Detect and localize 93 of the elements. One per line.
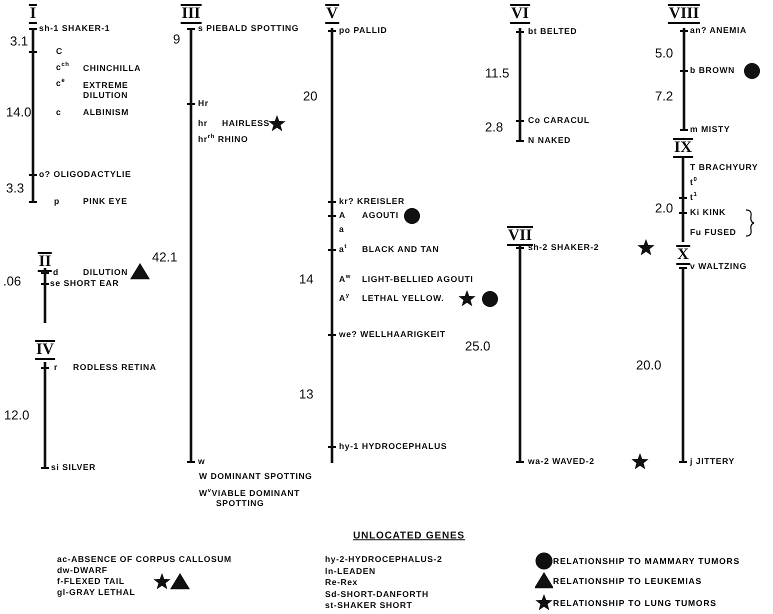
gene-label: an? ANEMIA [690, 26, 747, 36]
gene-label: C [56, 47, 63, 57]
map-distance: 9 [173, 32, 180, 48]
chromosome-numeral: X [676, 245, 690, 265]
gene-label: N NAKED [528, 136, 571, 146]
map-distance: 5.0 [655, 46, 674, 62]
map-distance: 7.2 [655, 90, 674, 104]
chromosome-numeral: II [38, 252, 52, 272]
gene-label: a$^{t}$ [339, 245, 347, 255]
legend-label: RELATIONSHIP TO LEUKEMIAS [553, 576, 702, 586]
chromosome-numeral: VIII [668, 4, 700, 24]
map-distance: 14.0 [6, 106, 32, 120]
gene-label: A$^{w}$ [339, 275, 352, 285]
gene-label: CHINCHILLA [83, 64, 141, 74]
map-distance: 20 [303, 90, 318, 104]
gene-label: b BROWN [690, 66, 735, 76]
gene-label: we? WELLHAARIGKEIT [339, 330, 446, 340]
gene-label: Co CARACUL [528, 116, 590, 126]
gene-label: a [339, 225, 344, 235]
gene-label: sh-2 SHAKER-2 [528, 243, 600, 253]
gene-label: RODLESS RETINA [73, 363, 156, 373]
gene-label: p [54, 197, 60, 207]
map-distance: 11.5 [485, 66, 510, 82]
gene-label: si SILVER [51, 463, 96, 473]
gene-label: A$^{y}$ [339, 294, 350, 304]
gene-label: t$^{1}$ [690, 193, 698, 203]
gene-label: LIGHT-BELLIED AGOUTI [362, 275, 474, 285]
gene-label: po PALLID [339, 26, 388, 36]
map-distance: 3.1 [10, 34, 28, 50]
gene-label: A [339, 211, 346, 221]
gene-label: T BRACHYURY [690, 163, 758, 173]
gene-label: W DOMINANT SPOTTING [199, 472, 312, 482]
gene-label: m MISTY [690, 125, 730, 135]
gene-label: gl-GRAY LETHAL [57, 588, 136, 598]
map-distance: 3.3 [6, 182, 24, 196]
gene-label: v WALTZING [690, 262, 747, 272]
map-distance: 42.1 [152, 250, 178, 266]
gene-label: HAIRLESS [222, 119, 270, 129]
legend-label: RELATIONSHIP TO MAMMARY TUMORS [553, 556, 740, 566]
chromosome-numeral: IX [673, 138, 693, 158]
gene-label: bt BELTED [528, 27, 578, 37]
map-distance: 14 [299, 272, 314, 288]
gene-label: Sd-SHORT-DANFORTH [325, 590, 429, 600]
gene-label: ac-ABSENCE OF CORPUS CALLOSUM [57, 555, 232, 565]
gene-label: t$^{0}$ [690, 178, 698, 188]
gene-label: AGOUTI [362, 211, 399, 221]
gene-label: Ki KINK [690, 208, 726, 218]
gene-label: kr? KREISLER [339, 197, 405, 207]
map-distance: 2.8 [485, 120, 504, 136]
gene-label: c$^{e}$ [56, 79, 66, 89]
chromosome-numeral: IV [35, 340, 55, 360]
map-distance: 25.0 [465, 340, 490, 354]
gene-label: hy-1 HYDROCEPHALUS [339, 442, 448, 452]
gene-label: BLACK AND TAN [362, 245, 440, 255]
chromosome-numeral: III [180, 4, 202, 24]
map-distance: 20.0 [636, 358, 662, 374]
gene-label: PINK EYE [83, 197, 128, 207]
gene-label: LETHAL YELLOW. [362, 294, 444, 304]
gene-label: Re-Rex [325, 578, 358, 588]
chromosome-numeral: V [325, 4, 339, 24]
gene-label: Hr [198, 99, 209, 109]
gene-label: EXTREME DILUTION [83, 81, 130, 101]
chromosome-numeral: VI [510, 4, 530, 24]
gene-label: c [56, 108, 62, 118]
gene-label: DILUTION [83, 268, 128, 278]
gene-label: hr$^{rh}$ RHINO [198, 135, 248, 145]
gene-label: ALBINISM [83, 108, 129, 118]
gene-label: Fu FUSED [690, 228, 736, 238]
gene-label: hy-2-HYDROCEPHALUS-2 [325, 555, 442, 565]
chromosome-numeral: VII [507, 226, 533, 246]
gene-label: sh-1 SHAKER-1 [39, 24, 110, 34]
map-distance: 13 [299, 388, 314, 402]
gene-label: ln-LEADEN [325, 567, 376, 577]
gene-label: se SHORT EAR [50, 279, 120, 289]
gene-label: w [198, 457, 206, 467]
section-heading: UNLOCATED GENES [353, 530, 465, 542]
gene-label: o? OLIGODACTYLIE [39, 170, 132, 180]
gene-label: wa-2 WAVED-2 [528, 457, 595, 467]
gene-label: f-FLEXED TAIL [57, 577, 125, 587]
gene-label: st-SHAKER SHORT [325, 601, 412, 611]
gene-label: c$^{ch}$ [56, 63, 70, 73]
gene-label: j JITTERY [690, 457, 735, 467]
map-distance: 2.0 [655, 202, 674, 216]
legend-label: RELATIONSHIP TO LUNG TUMORS [553, 598, 717, 608]
gene-label: d [53, 268, 59, 278]
gene-label: hr [198, 119, 208, 129]
gene-label: r [54, 363, 58, 373]
map-distance: .06 [3, 274, 22, 290]
map-distance: 12.0 [4, 408, 30, 424]
gene-label: s PIEBALD SPOTTING [198, 24, 300, 34]
chromosome-numeral: I [28, 4, 38, 24]
gene-label: W$^{v}$VIABLE DOMINANT SPOTTING [199, 489, 301, 509]
gene-label: dw-DWARF [57, 566, 108, 576]
